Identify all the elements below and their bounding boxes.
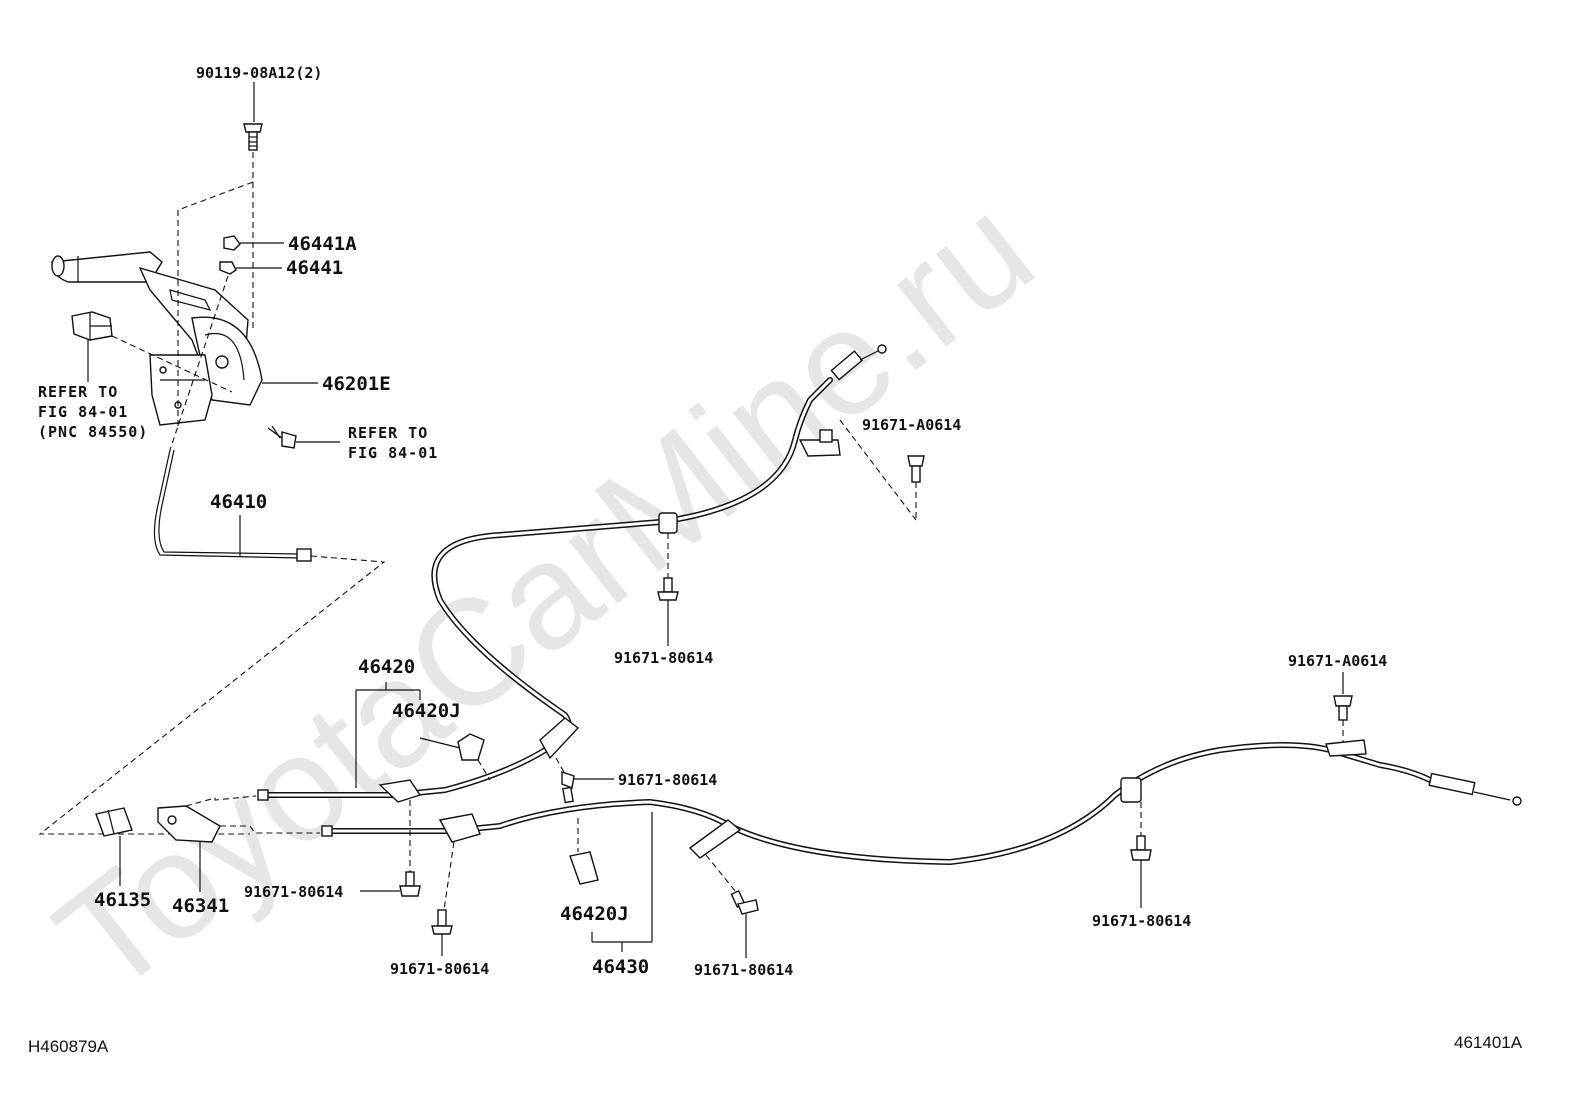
flange-bolt-icon [1130, 835, 1152, 861]
bolt-icon [243, 123, 263, 151]
drawing-code-left: H460879A [28, 1037, 109, 1056]
label-46420j-lower: 46420J [560, 903, 629, 925]
label-91671-a0614-right: 91671-A0614 [1288, 652, 1387, 670]
refer-left-line-2: FIG 84-01 [38, 403, 128, 421]
label-46341: 46341 [172, 895, 229, 917]
parking-brake-lever-assembly [51, 251, 263, 426]
label-91671-80614-lower-right: 91671-80614 [1092, 912, 1191, 930]
left-rear-cable-46420 [257, 344, 887, 803]
label-91671-80614-lower-mid: 91671-80614 [694, 961, 793, 979]
flange-bolt-icon [431, 909, 453, 935]
label-46430: 46430 [592, 956, 649, 978]
equalizer-46135-icon [95, 807, 133, 837]
refer-left-line-1: REFER TO [38, 383, 118, 401]
label-46135: 46135 [94, 889, 151, 911]
label-46441: 46441 [286, 257, 343, 279]
flange-bolt-icon [657, 577, 679, 601]
label-46410: 46410 [210, 491, 267, 513]
flange-bolt-icon [907, 455, 925, 483]
right-rear-cable-46430 [321, 739, 1522, 866]
bolt-icon [267, 425, 297, 449]
label-91671-80614-left: 91671-80614 [244, 883, 343, 901]
label-46441a: 46441A [288, 233, 357, 255]
label-46201e: 46201E [322, 373, 391, 395]
label-90119-08a12: 90119-08A12(2) [196, 64, 322, 82]
front-cable-46410 [153, 449, 312, 562]
refer-left-line-3: (PNC 84550) [38, 423, 148, 441]
cable-clamp-46420j-icon [457, 733, 485, 761]
flange-bolt-icon [730, 890, 759, 915]
label-46420: 46420 [358, 656, 415, 678]
flange-bolt-icon [561, 771, 575, 804]
drawing-code-right: 461401A [1454, 1033, 1523, 1052]
cable-clamp-46420j-icon [569, 851, 599, 885]
label-91671-80614-center: 91671-80614 [618, 771, 717, 789]
flange-bolt-icon [399, 871, 421, 897]
refer-right-line-2: FIG 84-01 [348, 444, 438, 462]
refer-right-line-1: REFER TO [348, 424, 428, 442]
label-91671-a0614-upper: 91671-A0614 [862, 416, 961, 434]
flange-bolt-icon [1333, 695, 1353, 721]
label-91671-80614-mid: 91671-80614 [614, 649, 713, 667]
clip-46441-icon [219, 261, 237, 275]
label-46420j-upper: 46420J [392, 700, 461, 722]
clip-46441a-icon [223, 235, 241, 251]
label-91671-80614-lower-left: 91671-80614 [390, 960, 489, 978]
